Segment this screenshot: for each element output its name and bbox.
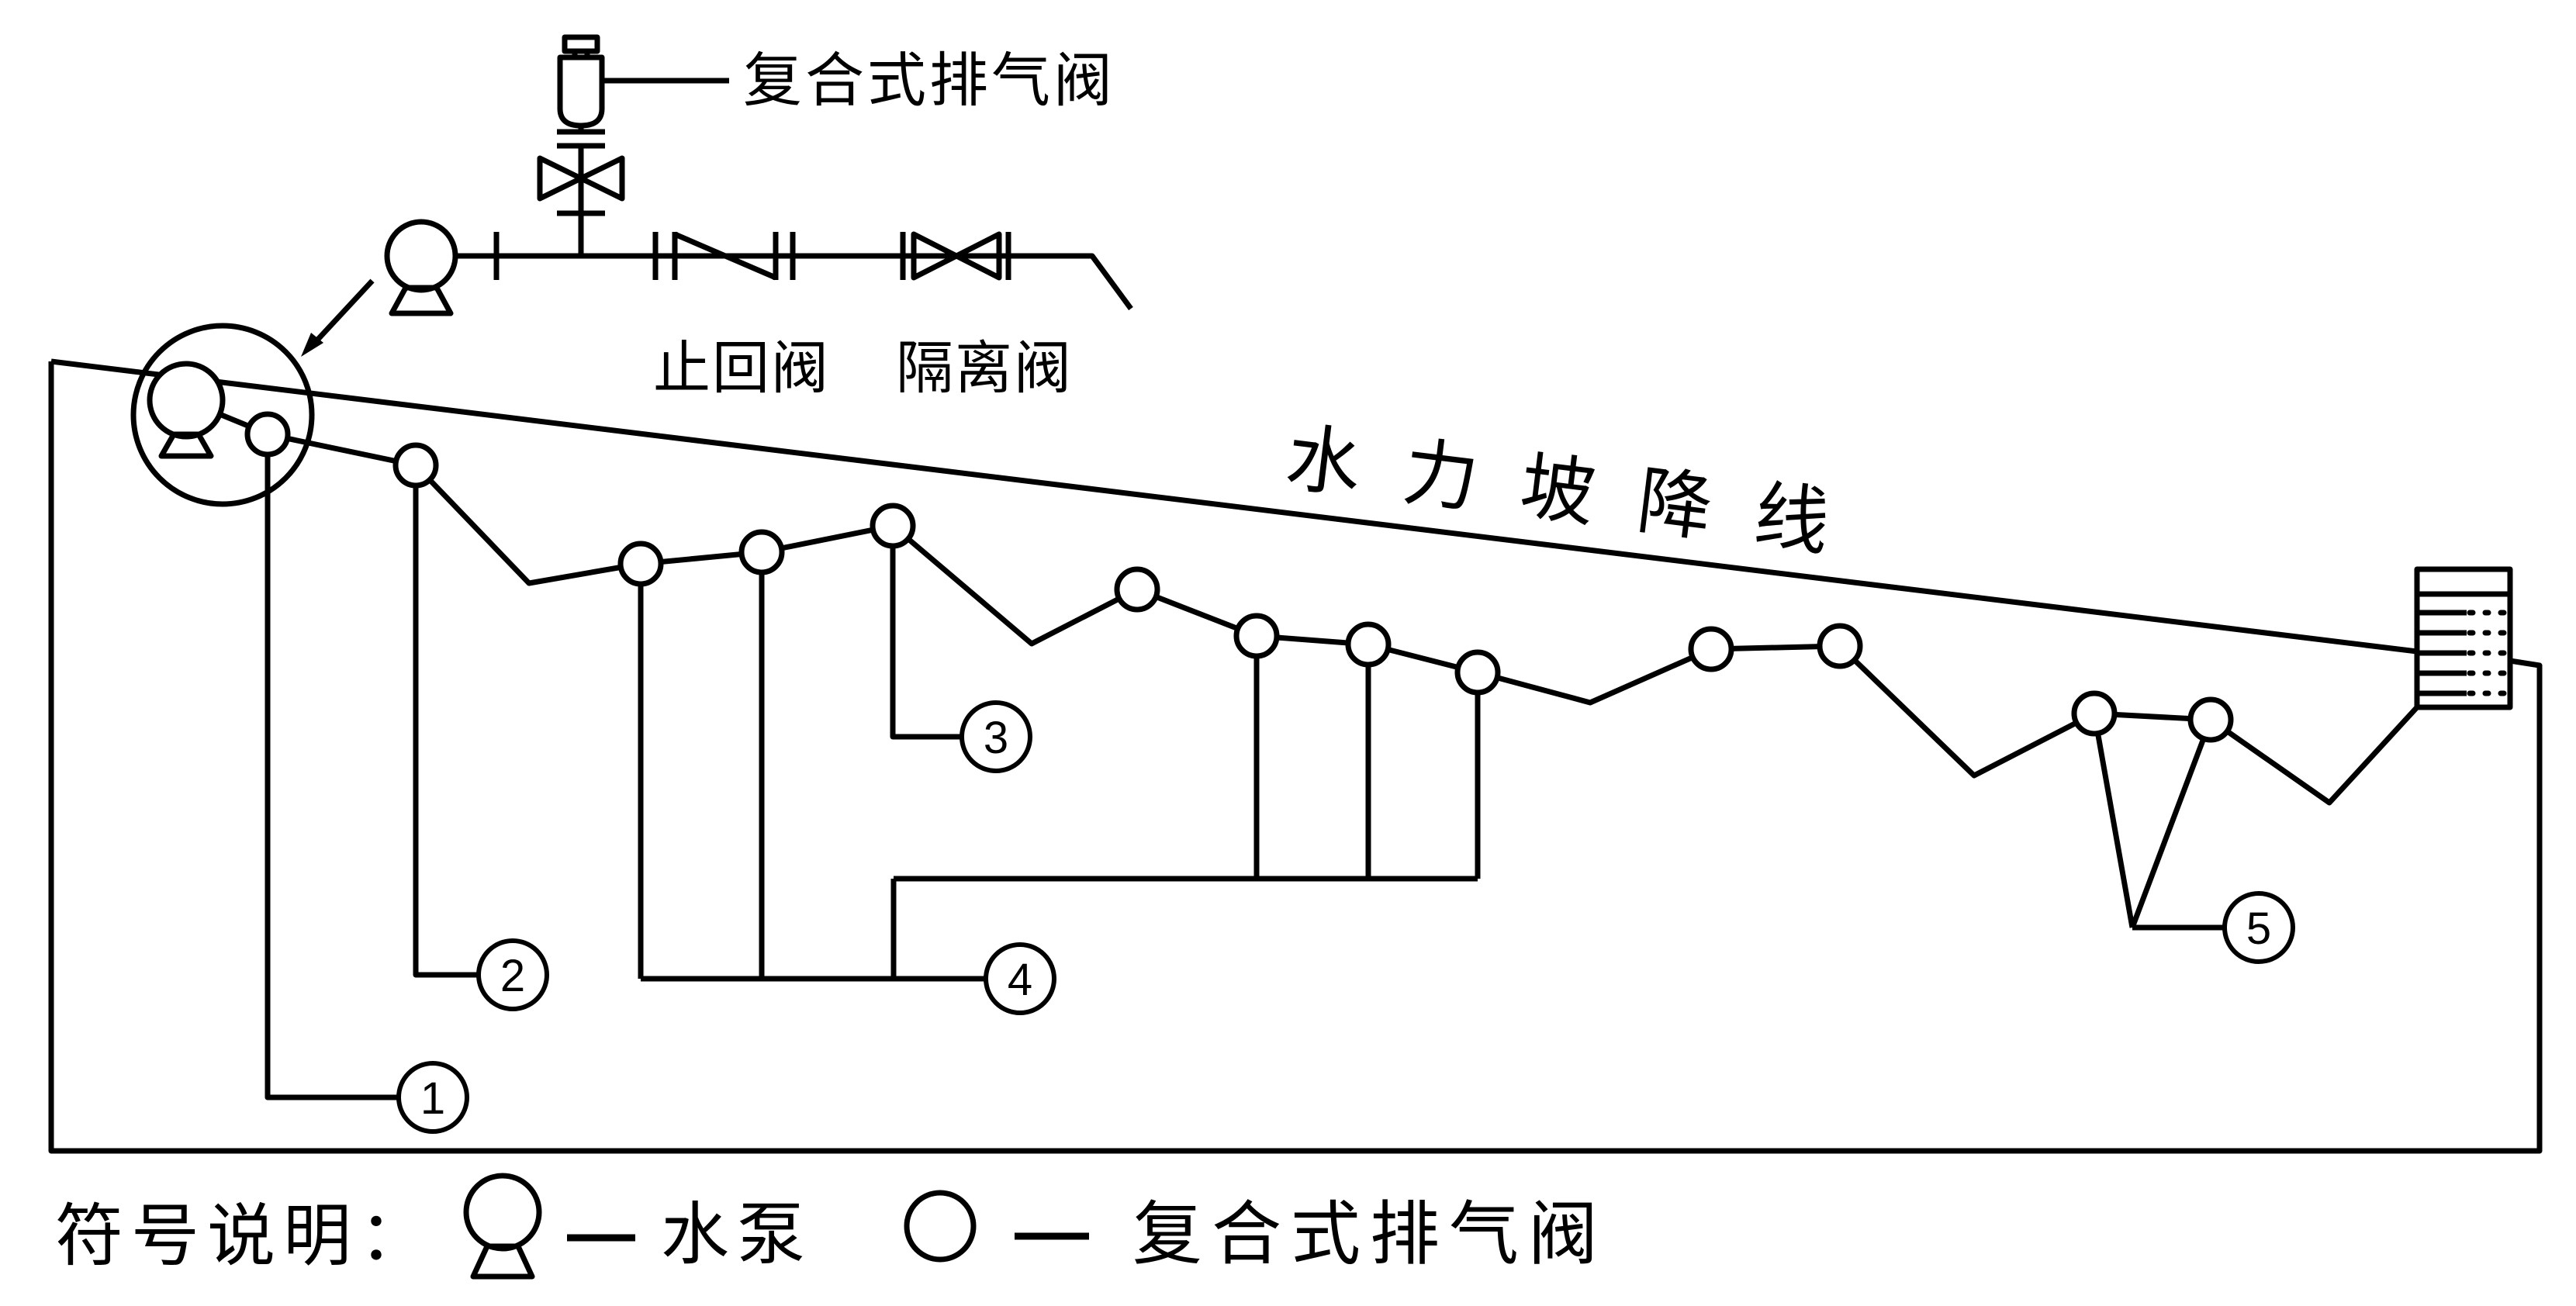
reservoir-water-dots bbox=[2467, 610, 2510, 696]
callout-circle bbox=[2222, 891, 2295, 964]
isolation-valve-icon bbox=[900, 231, 1011, 281]
air-valve-marker bbox=[392, 442, 439, 489]
air-release-valve-label: 复合式排气阀 bbox=[743, 48, 1115, 114]
detail-pipeline bbox=[455, 253, 1133, 311]
air-valve-markers bbox=[244, 411, 2234, 743]
pump-base-icon bbox=[158, 431, 214, 459]
legend-title: 符号说明： bbox=[55, 1197, 435, 1274]
callout-circle bbox=[960, 700, 1032, 773]
pump-station-detail bbox=[384, 34, 1133, 316]
arrow-head-icon bbox=[301, 333, 323, 357]
leader-line-2 bbox=[413, 465, 478, 978]
air-release-valve-body-icon bbox=[557, 54, 605, 129]
legend-air-valve-label: 复合式排气阀 bbox=[1132, 1196, 1607, 1273]
pump-station-bubble bbox=[130, 323, 315, 507]
numbered-callout-1: 1 bbox=[396, 1061, 469, 1134]
leader-line-3 bbox=[890, 526, 962, 740]
air-valve-marker bbox=[1114, 566, 1160, 613]
air-valve-marker bbox=[244, 411, 291, 458]
callout-number: 5 bbox=[2246, 903, 2271, 954]
arrow-line bbox=[309, 278, 375, 348]
air-valve-marker bbox=[617, 541, 664, 587]
reservoir-outline bbox=[2414, 566, 2513, 710]
air-valve-marker bbox=[1688, 626, 1734, 672]
pump-to-valve-connector bbox=[218, 411, 251, 430]
hydraulic-gradient-line bbox=[50, 358, 2418, 655]
detail-bubble-circle bbox=[130, 323, 315, 507]
callout-circle bbox=[476, 938, 549, 1011]
air-valve-marker bbox=[2071, 690, 2118, 737]
valve-upper-flanges bbox=[557, 129, 605, 149]
numbered-callout-2: 2 bbox=[476, 938, 549, 1011]
check-valve-icon bbox=[652, 231, 796, 281]
pump-icon bbox=[147, 361, 226, 440]
callout-circle bbox=[984, 942, 1056, 1015]
detail-arrow bbox=[301, 278, 375, 357]
pump-base-icon-legend bbox=[470, 1243, 535, 1280]
callout-leader-lines bbox=[265, 434, 2225, 1100]
pump-icon-legend bbox=[463, 1173, 542, 1252]
check-valve-label: 止回阀 bbox=[653, 336, 830, 400]
air-valve-marker bbox=[1233, 613, 1280, 659]
legend-pump-label: 水泵 bbox=[661, 1196, 813, 1273]
air-valve-marker bbox=[1345, 621, 1392, 668]
reservoir-water-lines bbox=[2417, 610, 2467, 696]
legend: 符号说明： 水泵 复合式排气阀 bbox=[55, 1173, 1607, 1280]
numbered-callout-3: 3 bbox=[960, 700, 1032, 773]
numbered-callout-4: 4 bbox=[984, 942, 1056, 1015]
callout-circle bbox=[396, 1061, 469, 1134]
isolation-valve-label: 隔离阀 bbox=[896, 336, 1073, 400]
leader-line-1 bbox=[265, 434, 398, 1100]
callout-number: 4 bbox=[1008, 955, 1032, 1005]
air-valve-icon-legend bbox=[904, 1190, 977, 1263]
numbered-callout-5: 5 bbox=[2222, 891, 2295, 964]
air-valve-marker bbox=[738, 529, 785, 575]
pump-icon-detail bbox=[384, 219, 458, 293]
pump-base-icon-detail bbox=[389, 285, 454, 316]
profile-box-border bbox=[48, 361, 2543, 1154]
callout-number: 2 bbox=[500, 951, 525, 1001]
air-valve-marker bbox=[1817, 623, 1863, 669]
air-valve-marker bbox=[2187, 696, 2234, 743]
air-valve-marker bbox=[870, 503, 916, 549]
callout-number: 1 bbox=[420, 1073, 445, 1124]
reservoir-symbol bbox=[2414, 566, 2513, 710]
numbered-callouts: 1 2 3 4 5 bbox=[396, 700, 2295, 1134]
air-release-valve-cap bbox=[562, 34, 600, 54]
air-valve-marker bbox=[1454, 649, 1501, 696]
leader-line-5 bbox=[2091, 713, 2225, 931]
callout-number: 3 bbox=[984, 713, 1008, 763]
gate-valve-icon bbox=[537, 155, 625, 202]
